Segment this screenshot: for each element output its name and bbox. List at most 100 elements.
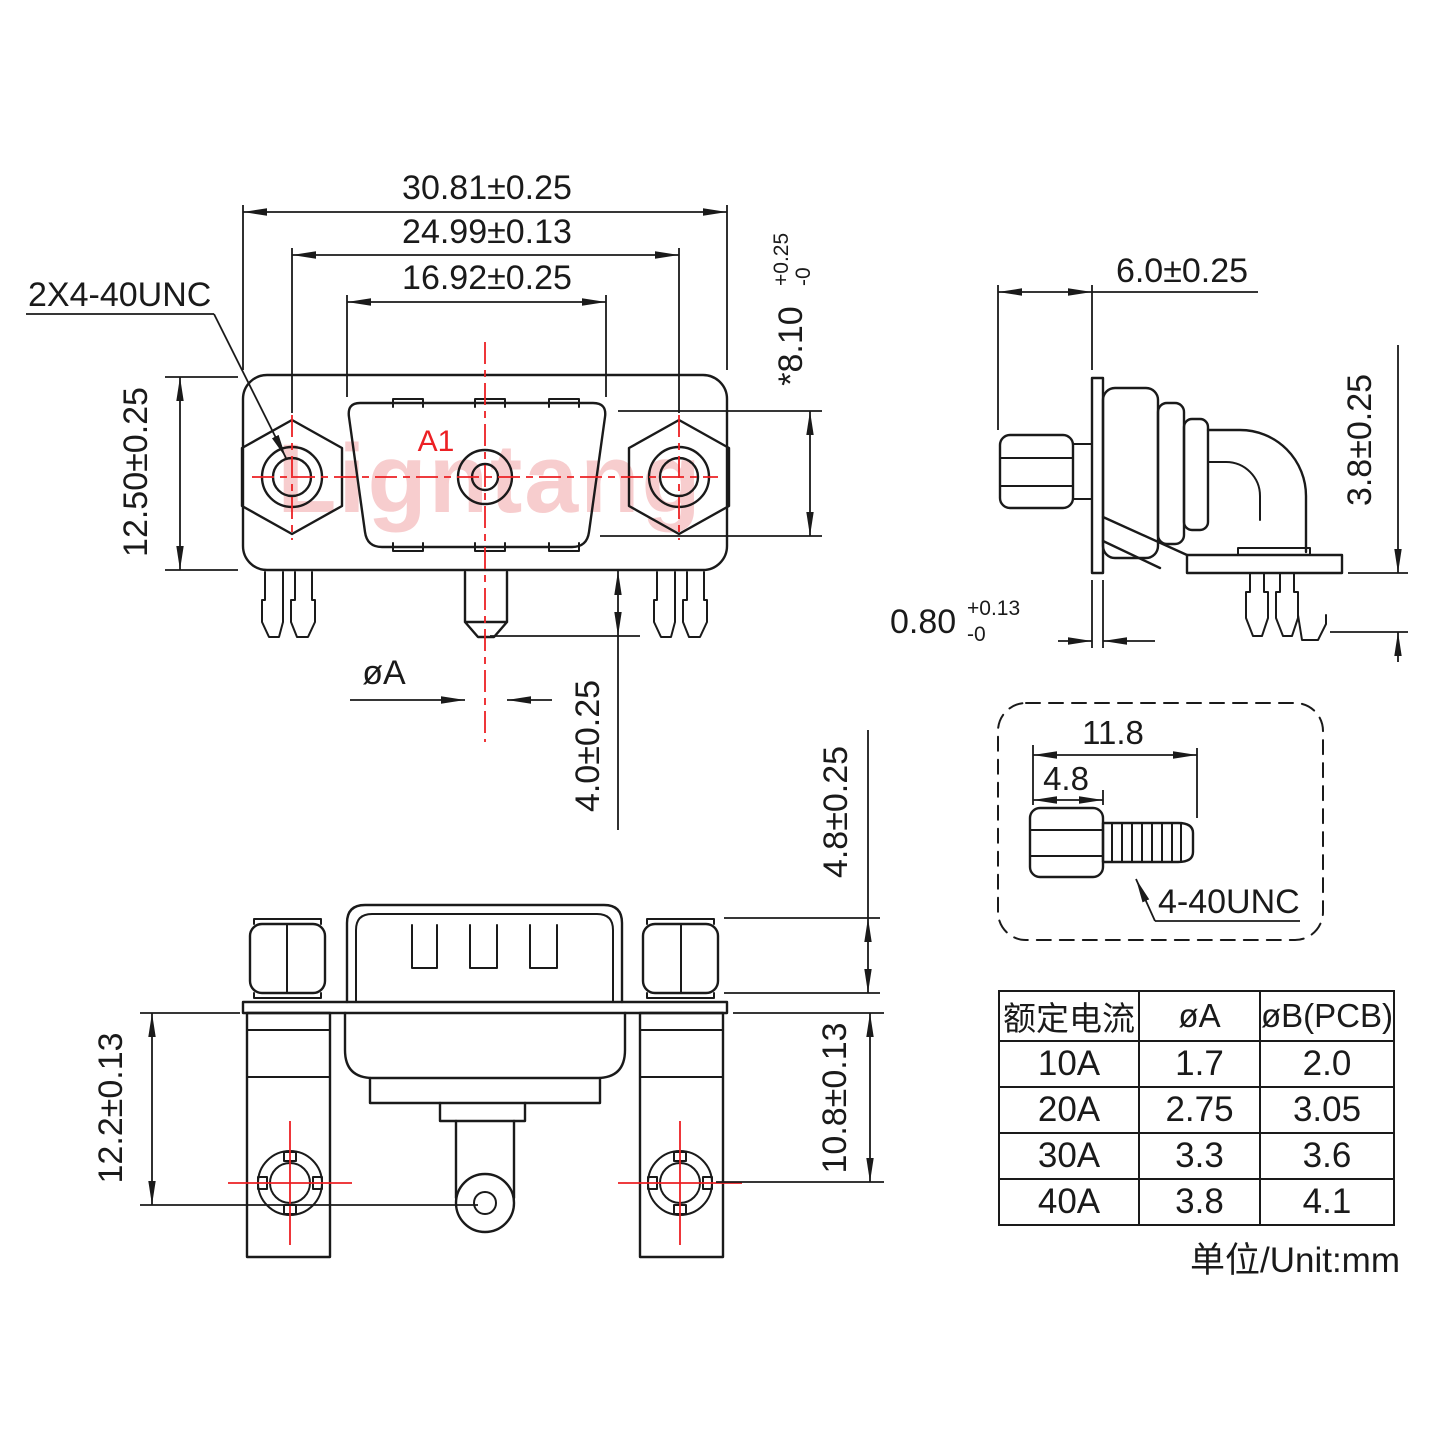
dim-front-height: 12.50±0.25 [117,376,238,571]
side-hex-facets [999,457,1074,487]
front-view: A1 30.81±0.25 24.99±0.13 16.92±0.25 12.5… [26,169,822,830]
cell-current-40a: 40A [998,1178,1140,1226]
table-row: 10A 1.7 2.0 [998,1040,1395,1088]
side-bracket-foot [1185,553,1344,575]
header-rated-current: 额定电流 [998,990,1140,1042]
table-row: 20A 2.75 3.05 [998,1086,1395,1134]
dim-text-4-8-screw: 4.8 [1043,760,1089,797]
unit-note: 单位/Unit:mm [1189,1241,1400,1280]
front-shell-tabs-bottom [392,542,580,552]
header-dia-a: øA [1138,990,1261,1042]
dim-text-0-80: 0.80 [890,603,956,641]
dim-text-11-8: 11.8 [1082,714,1144,751]
bottom-pin-ball [454,1172,516,1234]
dim-text-10-8: 10.8±0.13 [816,1022,854,1173]
cell-dia-a-30a: 3.3 [1138,1132,1261,1180]
screw-shank [1101,821,1195,864]
dim-side-depth: 6.0±0.25 [997,252,1258,430]
bottom-shell-outer [345,903,624,1004]
contact-a1-label: A1 [418,425,455,458]
bottom-body-step3 [438,1101,527,1123]
screw-threads [1111,822,1182,863]
dim-text-12-2: 12.2±0.13 [92,1032,130,1183]
bottom-right-post [638,1011,725,1259]
bottom-pin-ball-center [473,1191,497,1215]
side-body-cylinder [1182,417,1210,532]
bottom-left-post [245,1011,332,1259]
dim-text-24-99: 24.99±0.13 [402,213,572,251]
dim-text-4-0: 4.0±0.25 [569,680,607,812]
bottom-shell-inner [355,913,614,1003]
dim-front-dsub-height: *8.10 +0.25 -0 [600,233,822,537]
screw-head [1028,806,1105,879]
table-row: 30A 3.3 3.6 [998,1132,1395,1180]
cell-dia-a-20a: 2.75 [1138,1086,1261,1134]
bottom-right-hole-crosshair [618,1121,742,1245]
front-shell-tabs-top [392,398,580,408]
dim-text-0-80-tol-plus: +0.13 [967,597,1020,620]
side-pins [1245,572,1327,641]
rating-table-header-row: 额定电流 øA øB(PCB) [998,990,1395,1042]
bottom-right-hex-nut [641,918,720,999]
front-left-hex-nut [240,418,344,536]
table-row: 40A 3.8 4.1 [998,1178,1395,1226]
bottom-flange-bar [241,1000,729,1015]
dim-text-30-81: 30.81±0.25 [402,169,572,207]
cell-current-30a: 30A [998,1132,1140,1180]
dim-screw-head: 4.8 [1033,760,1104,805]
cell-dia-a-40a: 3.8 [1138,1178,1261,1226]
bottom-contact-slots [411,924,558,969]
front-thread-label: 2X4-40UNC [28,276,211,314]
dim-side-flange-thickness: 0.80 +0.13 -0 [890,580,1155,648]
screw-thread-label: 4-40UNC [1158,883,1300,921]
bottom-pin-barrel [454,1119,516,1200]
front-right-hex-nut [627,418,731,536]
bottom-left-hex-nut [248,918,327,999]
dim-text-3-8: 3.8±0.25 [1341,374,1379,506]
side-hex-neck [1072,443,1093,500]
dim-text-pin-dia: øA [362,654,406,692]
side-foot-plate [1237,547,1311,556]
dim-screw-length: 11.8 [1032,714,1198,818]
cell-dia-b-30a: 3.6 [1259,1132,1395,1180]
cell-dia-b-20a: 3.05 [1259,1086,1395,1134]
side-bracket-outer [1206,428,1308,554]
side-view: 6.0±0.25 3.8±0.25 0.80 +0.13 -0 [890,252,1408,662]
dim-text-8-10-tol-plus: +0.25 [770,233,793,286]
dim-bottom-height-posts: 10.8±0.13 [716,1012,884,1183]
dim-text-16-92: 16.92±0.25 [402,259,572,297]
bottom-view: 12.2±0.13 10.8±0.13 4.8±0.25 [92,730,884,1259]
dim-front-pin-diameter: øA [350,654,552,704]
front-dsub-shell [347,401,607,549]
front-thread-callout: 2X4-40UNC [26,276,287,459]
bottom-body-step1 [343,1011,627,1080]
cell-dia-b-40a: 4.1 [1259,1178,1395,1226]
side-bracket-web [1101,515,1189,570]
cell-current-10a: 10A [998,1040,1140,1088]
side-flange-plate [1090,376,1105,575]
screw-thread-callout: 4-40UNC [1135,878,1300,922]
front-right-legs [653,571,708,638]
side-hex-head [998,433,1075,510]
rating-table: 额定电流 øA øB(PCB) 10A 1.7 2.0 20A 2.75 3.0… [998,990,1395,1226]
bottom-left-hole-crosshair [228,1121,352,1245]
front-center-pin [463,570,509,639]
dim-text-0-80-tol-minus: -0 [967,623,986,646]
header-dia-b-pcb: øB(PCB) [1259,990,1395,1042]
dim-text-6-0: 6.0±0.25 [1116,252,1248,290]
screw-detail-border [997,702,1324,941]
side-body-main [1101,386,1160,560]
dim-front-pin-length: 4.0±0.25 [490,571,640,830]
dim-text-8-10-tol-minus: -0 [792,267,815,286]
front-left-legs [261,571,316,638]
cell-dia-a-10a: 1.7 [1138,1040,1261,1088]
screw-head-facets [1029,829,1104,857]
cell-dia-b-10a: 2.0 [1259,1040,1395,1088]
dim-front-width-dsub: 16.92±0.25 [346,259,607,397]
dim-front-width-holes: 24.99±0.13 [291,213,680,413]
side-bracket-inner [1207,461,1261,521]
dim-text-4-8-nut: 4.8±0.25 [817,746,855,878]
dim-bottom-nut-height: 4.8±0.25 [724,730,880,994]
